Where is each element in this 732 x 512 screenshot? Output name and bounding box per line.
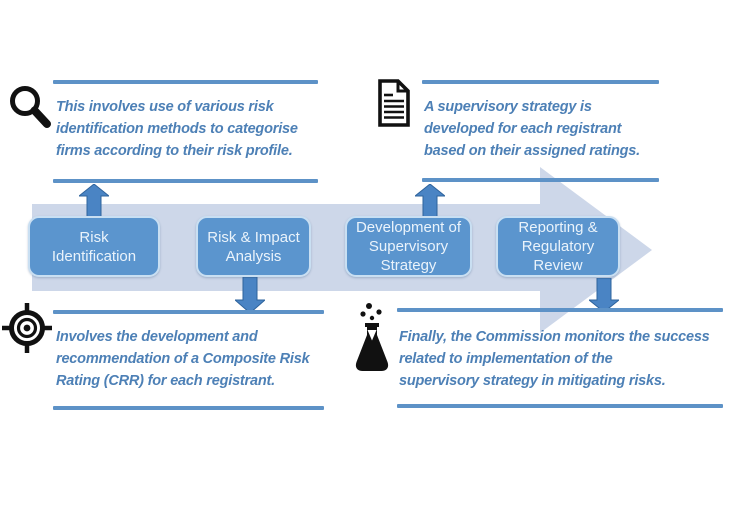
stage-label-line: Supervisory xyxy=(368,238,449,255)
stage-box-risk-identification: Risk Identification xyxy=(28,216,160,277)
callout-text-line: related to implementation of the xyxy=(399,351,613,367)
callout-text-line: Finally, the Commission monitors the suc… xyxy=(399,329,710,345)
stage-label-line: Regulatory xyxy=(521,238,595,255)
callout-text-line: Involves the development and xyxy=(56,329,258,345)
stage-label-line: Analysis xyxy=(225,247,282,265)
stage-box-risk-impact-analysis: Risk & Impact Analysis xyxy=(196,216,311,277)
stage-label-line: Reporting & xyxy=(518,219,598,236)
callout-text-line: based on their assigned ratings. xyxy=(424,143,640,159)
rule-top-left-lower xyxy=(53,179,318,183)
down-arrow-regulatory-review xyxy=(589,278,619,312)
rule-top-right-lower xyxy=(422,178,659,182)
stage-label-line: Identification xyxy=(51,247,137,265)
callout-text-line: A supervisory strategy is xyxy=(424,99,592,115)
callout-risk-identification: This involves use of various risk identi… xyxy=(56,96,298,162)
stage-label-line: Strategy xyxy=(380,257,437,274)
stage-label-line: Risk xyxy=(79,228,109,246)
callout-text-line: recommendation of a Composite Risk xyxy=(56,351,310,367)
rule-bottom-right-upper xyxy=(397,308,723,312)
stage-box-development-supervisory-strategy: Development of Supervisory Strategy xyxy=(345,216,472,277)
rule-top-right-upper xyxy=(422,80,659,84)
down-arrow-impact-analysis xyxy=(235,277,265,313)
magnifier-icon xyxy=(8,85,54,131)
callout-text-line: Rating (CRR) for each registrant. xyxy=(56,373,275,389)
stage-box-reporting-regulatory-review: Reporting & Regulatory Review xyxy=(496,216,620,277)
callout-text-line: identification methods to categorise xyxy=(56,121,298,137)
callout-text-line: developed for each registrant xyxy=(424,121,622,137)
callout-text-line: This involves use of various risk xyxy=(56,99,274,115)
callout-text-line: firms according to their risk profile. xyxy=(56,143,293,159)
document-icon xyxy=(376,79,412,127)
rule-bottom-left-lower xyxy=(53,406,324,410)
callout-supervisory-strategy: A supervisory strategy is developed for … xyxy=(424,96,640,162)
callout-text-line: supervisory strategy in mitigating risks… xyxy=(399,373,666,389)
flask-icon xyxy=(352,301,392,375)
stage-label-line: Risk & Impact xyxy=(207,228,300,246)
stage-label-line: Development of xyxy=(355,219,462,236)
up-arrow-risk-identification xyxy=(79,184,109,217)
callout-commission-monitoring: Finally, the Commission monitors the suc… xyxy=(399,326,710,392)
rule-bottom-right-lower xyxy=(397,404,723,408)
target-icon xyxy=(2,303,52,353)
callout-composite-risk-rating: Involves the development and recommendat… xyxy=(56,326,310,392)
stage-label-line: Review xyxy=(533,257,583,274)
up-arrow-supervisory-strategy xyxy=(415,184,445,217)
rule-bottom-left-upper xyxy=(53,310,324,314)
rule-top-left-upper xyxy=(53,80,318,84)
